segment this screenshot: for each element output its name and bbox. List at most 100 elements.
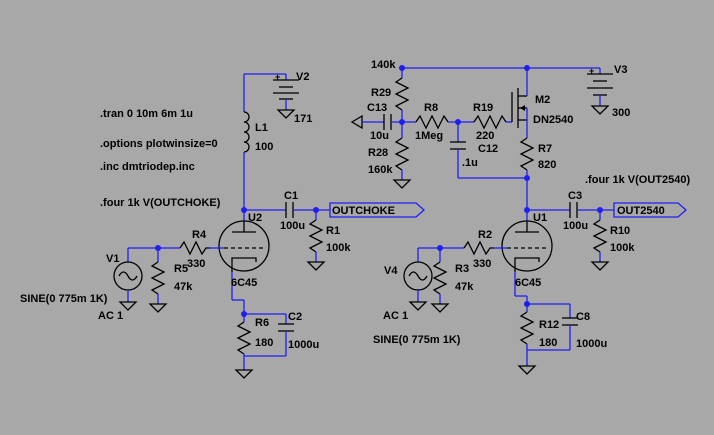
directive-options[interactable]: .options plotwinsize=0 [100, 138, 218, 150]
net-label-out2540-text: OUT2540 [617, 205, 665, 217]
value-r7: 820 [538, 159, 556, 171]
triode-u1[interactable] [501, 220, 553, 272]
resistor-r3[interactable] [432, 261, 448, 295]
resistor-r12[interactable] [519, 311, 535, 345]
label-r7: R7 [538, 143, 552, 155]
label-r29: R29 [371, 87, 391, 99]
directive-four-out2540[interactable]: .four 1k V(OUT2540) [585, 174, 690, 186]
ground-v4 [408, 301, 428, 311]
directive-four-outchoke[interactable]: .four 1k V(OUTCHOKE) [100, 197, 221, 209]
value-v4: SINE(0 775m 1K) [373, 334, 461, 346]
value-v3: 300 [612, 107, 630, 119]
resistor-r7[interactable] [519, 137, 535, 171]
value-c12: .1u [462, 157, 478, 169]
triode-u2[interactable] [218, 220, 270, 272]
label-r10: R10 [610, 225, 630, 237]
ac-v1: AC 1 [98, 310, 123, 322]
label-c8: C8 [576, 311, 590, 323]
capacitor-c3[interactable] [569, 202, 578, 218]
value-r2: 330 [473, 258, 491, 270]
label-c1: C1 [284, 190, 298, 202]
junction-dot [524, 175, 530, 181]
label-r28: R28 [368, 147, 388, 159]
label-m2: M2 [535, 94, 550, 106]
port-c13-input[interactable] [350, 114, 363, 130]
label-r3: R3 [455, 263, 469, 275]
resistor-r2[interactable] [463, 240, 494, 256]
value-c8: 1000u [576, 338, 607, 350]
resistor-r19[interactable] [473, 114, 507, 130]
ground-v1 [118, 301, 138, 311]
resistor-r1[interactable] [308, 219, 324, 253]
label-u1: U1 [533, 212, 547, 224]
ground-v3 [590, 105, 610, 115]
capacitor-c2[interactable] [278, 323, 294, 332]
ground-r3 [430, 303, 450, 313]
net-label-outchoke-text: OUTCHOKE [332, 205, 395, 217]
value-l1: 100 [255, 141, 273, 153]
label-v3: V3 [614, 64, 627, 76]
value-u2: 6C45 [231, 277, 257, 289]
resistor-r4[interactable] [179, 240, 210, 256]
label-c2: C2 [288, 311, 302, 323]
label-r12: R12 [539, 319, 559, 331]
value-r19: 220 [476, 130, 494, 142]
value-v1: SINE(0 775m 1K) [20, 293, 108, 305]
resistor-r28[interactable] [394, 137, 410, 171]
net-label-out2540[interactable] [613, 202, 687, 218]
resistor-r10[interactable] [592, 219, 608, 253]
label-v1: V1 [106, 253, 119, 265]
voltage-source-v1[interactable] [113, 261, 143, 291]
inductor-l1[interactable] [243, 111, 250, 153]
value-r5: 47k [174, 281, 193, 293]
label-r19: R19 [473, 102, 493, 114]
capacitor-c1[interactable] [285, 202, 294, 218]
value-r3: 47k [455, 281, 474, 293]
directive-inc[interactable]: .inc dmtriodep.inc [100, 161, 195, 173]
value-r1: 100k [326, 242, 351, 254]
label-v2: V2 [296, 71, 309, 83]
label-r1: R1 [326, 225, 340, 237]
value-u1: 6C45 [515, 277, 541, 289]
directive-tran[interactable]: .tran 0 10m 6m 1u [100, 108, 193, 120]
value-m2: DN2540 [533, 114, 573, 126]
value-c1: 100u [280, 220, 305, 232]
label-r8: R8 [424, 102, 438, 114]
resistor-r8[interactable] [415, 114, 449, 130]
resistor-r5[interactable] [150, 261, 166, 295]
value-v2: 171 [294, 113, 312, 125]
battery-v3[interactable]: + [587, 66, 613, 96]
capacitor-c13[interactable] [383, 114, 392, 130]
ground-r1 [306, 261, 326, 271]
svg-text:+: + [589, 66, 594, 76]
mosfet-m2[interactable] [511, 88, 527, 128]
ac-v4: AC 1 [383, 310, 408, 322]
value-r4: 330 [187, 258, 205, 270]
value-c3: 100u [563, 220, 588, 232]
label-r6: R6 [255, 317, 269, 329]
net-label-outchoke[interactable] [329, 202, 425, 218]
svg-text:+: + [275, 72, 280, 82]
voltage-source-v4[interactable] [403, 261, 433, 291]
resistor-r29[interactable] [394, 77, 410, 111]
ground-r5 [148, 303, 168, 313]
value-r28: 160k [368, 164, 393, 176]
value-r29: 140k [371, 59, 396, 71]
resistor-r6[interactable] [236, 321, 252, 355]
ground-r6 [234, 369, 254, 379]
label-r4: R4 [192, 229, 207, 241]
value-r12: 180 [539, 337, 557, 349]
ground-v2 [276, 109, 296, 119]
label-c3: C3 [568, 190, 582, 202]
ground-r10 [590, 261, 610, 271]
label-c13: C13 [367, 102, 387, 114]
ground-r28 [392, 179, 412, 189]
label-r2: R2 [478, 229, 492, 241]
value-c2: 1000u [288, 339, 319, 351]
value-r10: 100k [610, 242, 635, 254]
label-l1: L1 [255, 122, 268, 134]
battery-v2[interactable]: + [244, 72, 299, 110]
capacitor-c12[interactable] [450, 141, 466, 150]
